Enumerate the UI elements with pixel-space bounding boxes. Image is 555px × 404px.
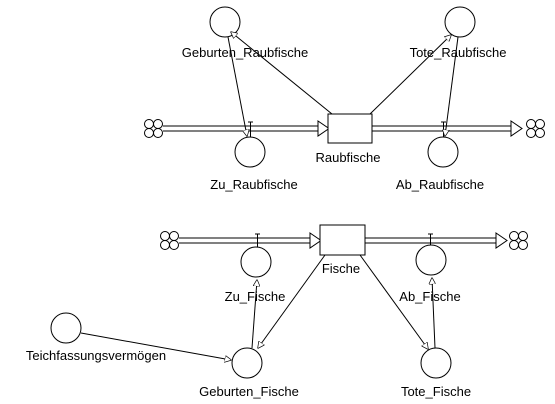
cloud-sink-icon <box>526 119 545 138</box>
label-stock-fische: Fische <box>322 261 360 276</box>
connector-raubfische-to-tote <box>369 35 451 115</box>
flow-circle-zu-fische[interactable] <box>240 246 272 278</box>
aux-teichfassungsvermoegen[interactable] <box>50 312 82 344</box>
label-zu-raubfische: Zu_Raubfische <box>210 177 297 192</box>
flow-circle-ab-raubfische[interactable] <box>427 136 459 168</box>
flow-pipe-zu-fische <box>179 232 322 249</box>
connector-geburten-to-zu-raubfische <box>227 36 247 136</box>
cloud-sink-icon <box>509 231 528 250</box>
flow-pipe-zu-raubfische <box>163 120 330 137</box>
flow-circle-zu-raubfische[interactable] <box>234 136 266 168</box>
connector-geburten-to-zu-fische <box>251 280 257 349</box>
stock-fische[interactable] <box>319 224 366 256</box>
cloud-source-icon <box>160 231 179 250</box>
connector-fische-to-tote <box>359 254 428 349</box>
valve-zu-raubfische <box>248 121 253 137</box>
connector-fische-to-geburten <box>258 254 326 348</box>
aux-tote-fische[interactable] <box>420 347 452 379</box>
label-teichfassungsvermoegen: Teichfassungsvermögen <box>26 348 166 363</box>
connector-tote-to-ab-fische <box>432 278 435 349</box>
label-geburten-fische: Geburten_Fische <box>199 384 299 399</box>
stock-raubfische[interactable] <box>327 113 373 144</box>
label-zu-fische: Zu_Fische <box>225 289 286 304</box>
aux-geburten-fische[interactable] <box>231 347 263 379</box>
label-ab-raubfische: Ab_Raubfische <box>396 177 484 192</box>
label-ab-fische: Ab_Fische <box>399 289 460 304</box>
label-geburten-raubfische: Geburten_Raubfische <box>182 45 308 60</box>
connector-tote-to-ab-raubfische <box>445 36 459 136</box>
connector-raubfische-to-geburten <box>231 32 333 115</box>
label-stock-raubfische: Raubfische <box>315 150 380 165</box>
label-tote-fische: Tote_Fische <box>401 384 471 399</box>
flow-circle-ab-fische[interactable] <box>415 244 447 276</box>
cloud-source-icon <box>144 119 163 138</box>
connector-teich-to-geburten-fische <box>80 332 231 360</box>
aux-geburten-raubfische[interactable] <box>209 6 241 38</box>
aux-tote-raubfische[interactable] <box>444 6 476 38</box>
valve-zu-fische <box>255 233 260 249</box>
label-tote-raubfische: Tote_Raubfische <box>410 45 507 60</box>
